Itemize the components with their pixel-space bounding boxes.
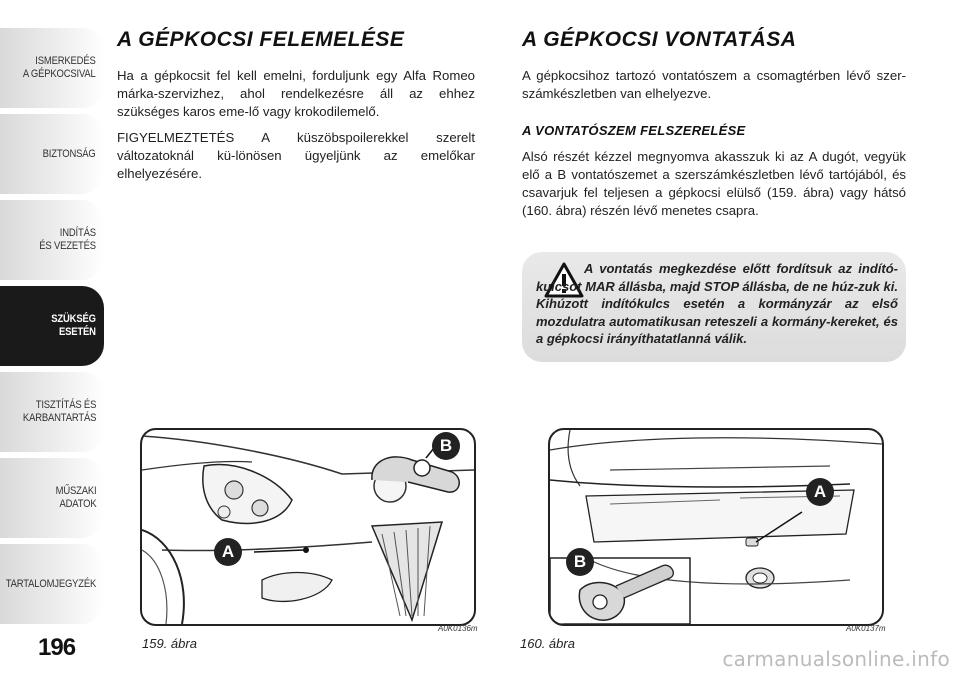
- tab-szukseg-eseten[interactable]: SZÜKSÉG ESETÉN: [0, 286, 104, 366]
- label-a: A: [221, 542, 235, 561]
- figure-code-159: A0K0136m: [438, 624, 478, 633]
- tab-label: MŰSZAKI ADATOK: [55, 485, 96, 510]
- tab-tisztitas[interactable]: TISZTÍTÁS ÉS KARBANTARTÁS: [0, 372, 104, 452]
- tab-label: BIZTONSÁG: [43, 147, 96, 160]
- tab-biztonsag[interactable]: BIZTONSÁG: [0, 114, 104, 194]
- label-a: A: [813, 482, 827, 501]
- label-b-badge: B: [566, 548, 594, 576]
- lifting-paragraph: Ha a gépkocsit fel kell emelni, fordulju…: [117, 68, 475, 119]
- tab-inditas[interactable]: INDÍTÁS ÉS VEZETÉS: [0, 200, 104, 280]
- tab-tartalomjegyzek[interactable]: TARTALOMJEGYZÉK: [0, 544, 104, 624]
- page-number: 196: [38, 634, 76, 661]
- front-car-illustration: [142, 435, 474, 624]
- tab-label: TISZTÍTÁS ÉS KARBANTARTÁS: [22, 399, 96, 424]
- tab-ismerkedes[interactable]: ISMERKEDÉS A GÉPKOCSIVAL: [0, 28, 104, 108]
- label-b: B: [439, 436, 453, 455]
- section-title-towing: A GÉPKOCSI VONTATÁSA: [522, 28, 797, 51]
- figure-160-rear-car: A B: [548, 428, 884, 626]
- warning-triangle-icon: [544, 262, 584, 298]
- warning-text: A vontatás megkezdése előtt fordítsuk az…: [536, 261, 898, 346]
- label-a-badge: A: [214, 538, 242, 566]
- lifting-warning-paragraph: FIGYELMEZTETÉS A küszöbspoilerekkel szer…: [117, 130, 475, 181]
- section-title-lifting: A GÉPKOCSI FELEMELÉSE: [117, 28, 405, 51]
- figure-code-160: A0K0137m: [846, 624, 886, 633]
- towing-eye-paragraph: Alsó részét kézzel megnyomva akasszuk ki…: [522, 149, 906, 218]
- label-b: B: [573, 552, 587, 571]
- label-b-badge: B: [432, 432, 460, 460]
- tab-label: ISMERKEDÉS A GÉPKOCSIVAL: [23, 55, 96, 80]
- figure-159-front-car: A B: [140, 428, 476, 626]
- label-a-badge: A: [806, 478, 834, 506]
- tab-label: TARTALOMJEGYZÉK: [5, 577, 97, 590]
- watermark-text: carmanualsonline.info: [722, 647, 950, 671]
- tab-muszaki-adatok[interactable]: MŰSZAKI ADATOK: [0, 458, 104, 538]
- rear-car-illustration: [550, 430, 882, 624]
- figure-caption-159: 159. ábra: [142, 636, 197, 651]
- tab-label: INDÍTÁS ÉS VEZETÉS: [39, 227, 96, 252]
- subsection-title-towing-eye: A VONTATÓSZEM FELSZERELÉSE: [522, 123, 746, 138]
- figure-caption-160: 160. ábra: [520, 636, 575, 651]
- warning-box: A vontatás megkezdése előtt fordítsuk az…: [522, 252, 906, 362]
- towing-paragraph: A gépkocsihoz tartozó vontatószem a csom…: [522, 68, 906, 101]
- tab-label: SZÜKSÉG ESETÉN: [51, 313, 96, 338]
